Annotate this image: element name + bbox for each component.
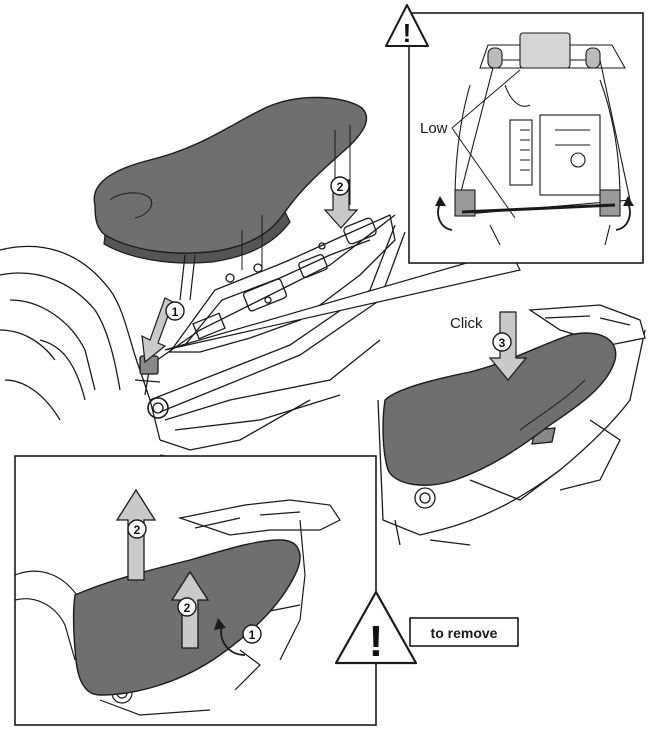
rotate-arrow-icon xyxy=(437,202,453,231)
arrow-step2-top: 2 xyxy=(323,176,359,229)
warning-triangle-icon: ! xyxy=(385,4,429,48)
step1-label-top: 1 xyxy=(172,305,179,319)
step2-label-lower: 2 xyxy=(184,601,191,615)
rotate-arrow-icon xyxy=(615,202,631,231)
rotate-arrow-icon: 1 xyxy=(214,618,262,656)
arrow-step3-click: 3 Click xyxy=(450,311,528,381)
step2-label-upper: 2 xyxy=(134,523,141,537)
warning-to-remove: ! to remove xyxy=(334,590,519,666)
up-arrow-icon: 2 xyxy=(115,488,157,581)
click-label: Click xyxy=(450,315,483,332)
seat-installed-view xyxy=(377,304,646,546)
up-arrow-icon: 2 xyxy=(170,570,210,649)
warning-glyph-bottom: ! xyxy=(369,617,384,666)
warning-glyph-top: ! xyxy=(403,18,412,48)
to-remove-label: to remove xyxy=(431,625,498,641)
frame-top-left xyxy=(0,214,406,463)
step2-label-top: 2 xyxy=(337,180,344,194)
step3-label: 3 xyxy=(499,336,506,350)
seat-exploded xyxy=(93,96,368,301)
low-label: Low xyxy=(420,120,448,137)
detail-inset-top-right: Low xyxy=(408,12,644,264)
arrow-step1-top: 1 xyxy=(141,297,185,364)
step1-label-bottom: 1 xyxy=(249,628,256,642)
